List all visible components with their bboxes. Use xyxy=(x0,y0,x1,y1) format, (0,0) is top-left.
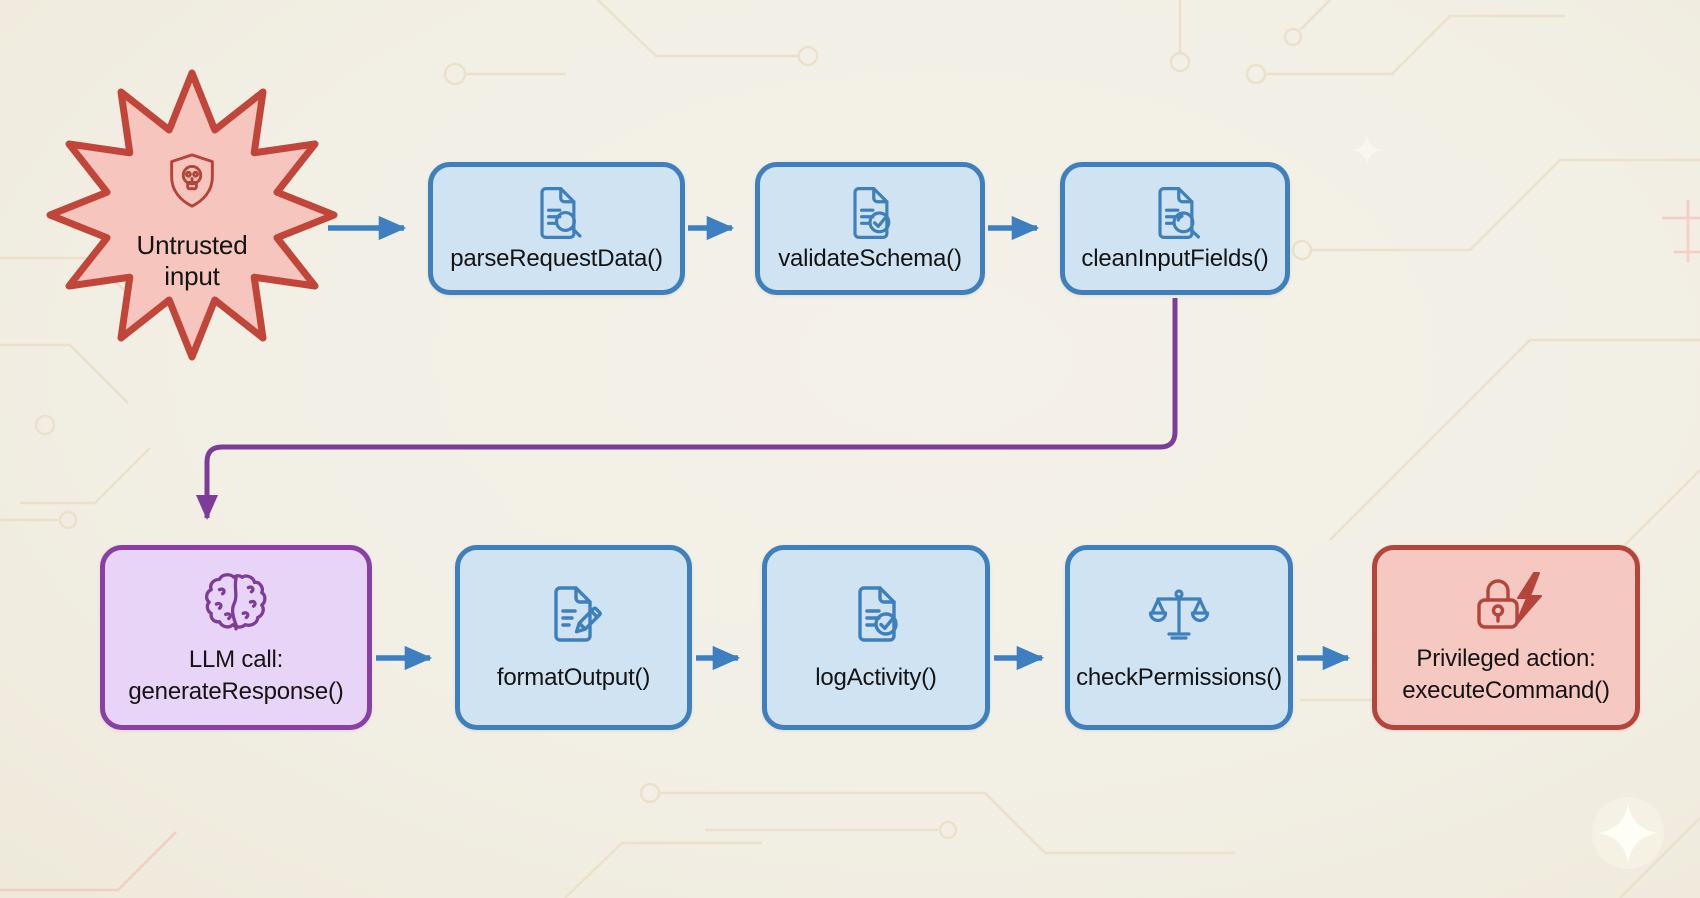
document-check-icon xyxy=(858,585,898,642)
node-label: formatOutput() xyxy=(496,663,651,691)
circuit-traces-accent xyxy=(0,200,1700,892)
node-untrusted-input: Untrusted input xyxy=(82,150,302,292)
document-check-icon xyxy=(853,186,891,239)
node-validate-schema: validateSchema() xyxy=(755,162,985,295)
node-clean-input-fields: cleanInputFields() xyxy=(1060,162,1290,295)
lock-lightning-icon xyxy=(1477,571,1542,629)
sparkle-glow xyxy=(1352,135,1664,869)
skull-shield-icon xyxy=(170,153,214,208)
untrusted-input-label-line1: Untrusted xyxy=(136,230,248,260)
node-label: cleanInputFields() xyxy=(1081,244,1269,272)
document-search-icon xyxy=(539,186,582,239)
node-label: checkPermissions() xyxy=(1076,663,1282,691)
privileged-action-label-line2: executeCommand() xyxy=(1402,676,1610,704)
node-format-output: formatOutput() xyxy=(455,545,692,730)
llm-call-label-line2: generateResponse() xyxy=(128,677,344,705)
document-pencil-icon xyxy=(553,585,602,642)
node-label: parseRequestData() xyxy=(450,244,663,272)
node-log-activity: logActivity() xyxy=(762,545,990,730)
connector-clean-to-llm xyxy=(196,298,1178,521)
node-llm-call: LLM call: generateResponse() xyxy=(100,545,372,730)
llm-call-label-line1: LLM call: xyxy=(188,645,284,673)
untrusted-input-label-line2: input xyxy=(164,261,220,291)
document-magnifier-icon xyxy=(1158,186,1201,239)
node-check-permissions: checkPermissions() xyxy=(1065,545,1293,730)
untrusted-input-starburst xyxy=(46,69,338,361)
node-label: validateSchema() xyxy=(778,244,962,272)
node-parse-request-data: parseRequestData() xyxy=(428,162,685,295)
node-label: logActivity() xyxy=(815,663,937,691)
flow-arrows xyxy=(196,215,1351,671)
privileged-action-label-line1: Privileged action: xyxy=(1416,644,1596,672)
node-privileged-action: Privileged action: executeCommand() xyxy=(1372,545,1640,730)
brain-icon xyxy=(205,572,267,630)
scales-icon xyxy=(1148,588,1210,640)
